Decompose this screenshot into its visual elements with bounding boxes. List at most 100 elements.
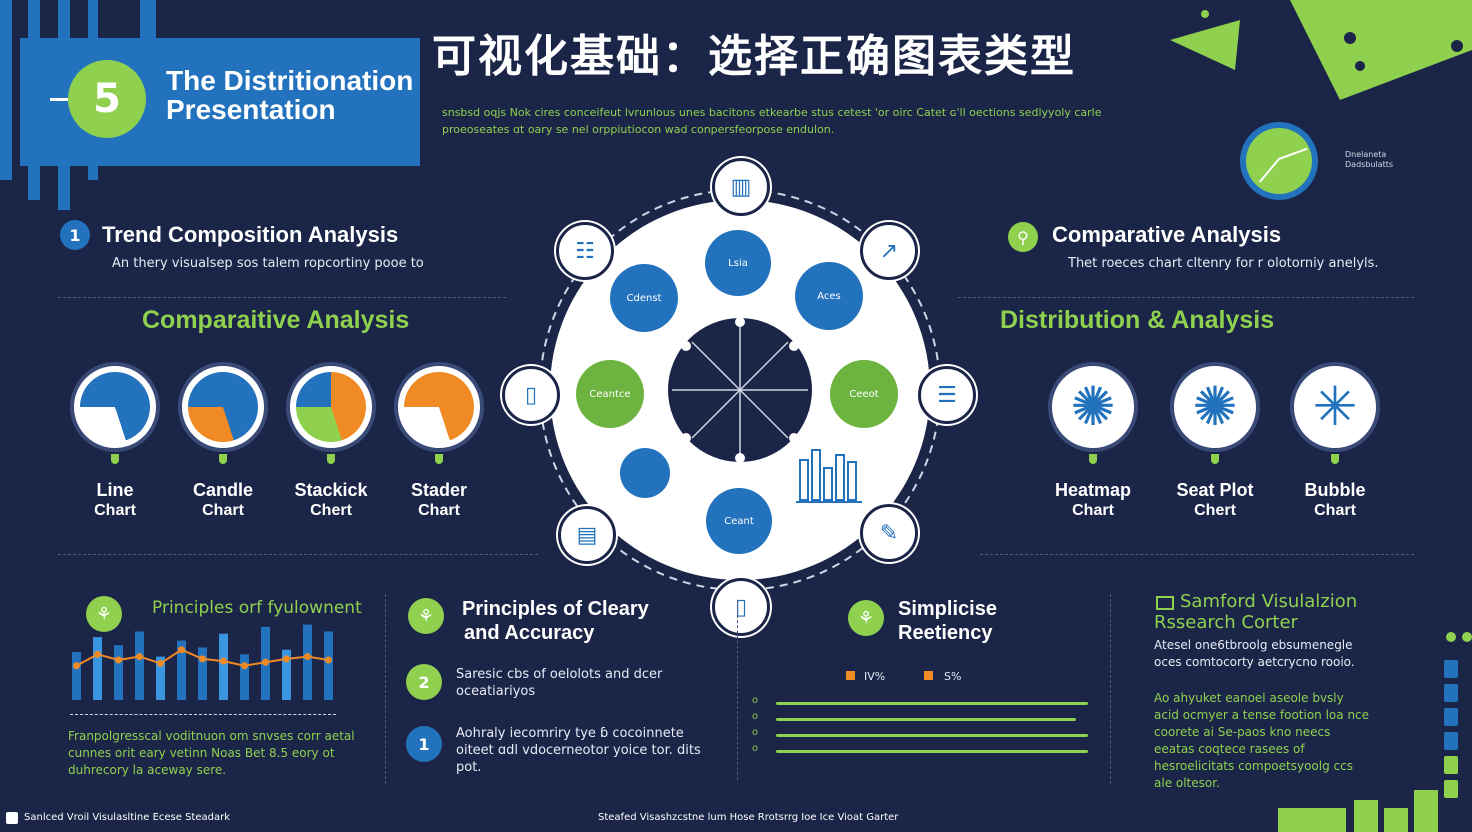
item-badge: 2: [406, 664, 442, 700]
chart-type-label: Bubble: [1304, 480, 1366, 500]
legend-swatch: [846, 671, 855, 680]
network-icon: ✺: [1070, 375, 1116, 438]
wheel-node[interactable]: Ceant: [706, 488, 772, 554]
deco-block: [1444, 780, 1458, 798]
legend-label: IV%: [864, 670, 886, 683]
chart-type-card[interactable]: [178, 362, 268, 452]
corner-label: Dadsbulatts: [1345, 160, 1394, 169]
divider: [980, 554, 1414, 555]
section-number: 1: [60, 220, 90, 250]
trend-point: [178, 646, 185, 654]
connector: [1211, 454, 1219, 464]
trend-point: [241, 662, 248, 670]
trend-point: [73, 662, 80, 670]
footer-left: Sanlced Vroil Visulasltine Ecese Steadar…: [24, 812, 231, 823]
divider: [958, 297, 1414, 298]
chart-type-label: Chart: [94, 502, 136, 519]
deco-bar: [1414, 790, 1438, 832]
bar: [135, 631, 144, 700]
item-text: Saresic cbs of oelolots and dcer oceatia…: [456, 667, 663, 699]
chart-type-card[interactable]: ✳: [1290, 362, 1380, 452]
chart-type-card[interactable]: [286, 362, 376, 452]
banner-title: The Distritionation Presentation: [166, 65, 414, 125]
plant-icon: ⚘: [86, 596, 122, 632]
chart-type-card[interactable]: [70, 362, 160, 452]
deco-block: [1444, 732, 1458, 750]
chart-type-card[interactable]: ✺: [1048, 362, 1138, 452]
pie-chart-icon: [1240, 122, 1318, 200]
chart-type-card[interactable]: [394, 362, 484, 452]
corner-label: Dnelaneta: [1345, 150, 1387, 159]
chart-type-label: Chart: [202, 502, 244, 519]
pie-chart-icon: [296, 372, 366, 442]
legend-label: S%: [944, 670, 962, 683]
bar: [72, 652, 81, 700]
line-chart-icon[interactable]: ↗: [860, 222, 918, 280]
section-description: An thery visualsep sos talem ropcortiny …: [112, 256, 424, 271]
bar: [303, 624, 312, 700]
bar: [177, 640, 186, 700]
chart-type-label: Heatmap: [1054, 480, 1132, 500]
trend-point: [199, 655, 206, 663]
column-text: Ao ahyuket eanoel aseole bvsly acid ocmy…: [1154, 691, 1370, 790]
item-badge: 1: [406, 726, 442, 762]
pie-chart-icon: [188, 372, 258, 442]
column-text: Atesel one6tbroolg ebsumenegle oces comt…: [1154, 638, 1355, 669]
progress-bar: [776, 702, 1088, 705]
bar: [282, 649, 291, 700]
section-title: Trend Composition Analysis: [102, 222, 399, 247]
badge-connector: [50, 98, 70, 101]
trend-point: [115, 656, 122, 664]
progress-bar: [776, 750, 1088, 753]
connector: [111, 454, 119, 464]
bar: [324, 631, 333, 700]
clipboard-icon[interactable]: ✎: [860, 504, 918, 562]
wheel-node[interactable]: Cdenst: [610, 264, 678, 332]
test-tube-icon[interactable]: ▯: [712, 578, 770, 636]
bar: [93, 637, 102, 700]
wheel-node[interactable]: Lsia: [705, 230, 771, 296]
connector: [1089, 454, 1097, 464]
bar: [219, 633, 228, 700]
connector: [327, 454, 335, 464]
divider: [58, 297, 506, 298]
chart-type-label: Chart: [1072, 502, 1114, 519]
row-label: o: [752, 727, 759, 738]
wheel-node[interactable]: Aces: [795, 262, 863, 330]
trend-point: [262, 658, 269, 666]
column-title: Simplicise: [898, 598, 997, 620]
corner-decoration: [1170, 0, 1472, 100]
connector: [219, 454, 227, 464]
deco-bar: [140, 0, 156, 40]
document-icon[interactable]: ☰: [918, 366, 976, 424]
deco-bar: [0, 0, 12, 180]
deco-block: [1444, 756, 1458, 774]
bar-chart-icon[interactable]: ▥: [712, 158, 770, 216]
chart-type-label: Chart: [1314, 502, 1356, 519]
window-icon: [1156, 596, 1174, 610]
wheel-node[interactable]: Ceantce: [576, 360, 644, 428]
table-icon[interactable]: ▤: [558, 506, 616, 564]
page-subtitle: snsbsd oqjs Nok cires conceifeut lvrunlo…: [442, 106, 1102, 136]
deco-block: [1444, 660, 1458, 678]
bar: [114, 645, 123, 700]
report-icon[interactable]: ☷: [556, 222, 614, 280]
deco-bar: [1278, 808, 1346, 832]
wheel-node[interactable]: [620, 448, 670, 498]
wheel-node[interactable]: Ceeot: [830, 360, 898, 428]
column-title: Principles of Cleary: [462, 598, 649, 620]
column-title: Rssearch Corter: [1154, 612, 1298, 633]
bar: [240, 654, 249, 700]
chart-type-card[interactable]: ✺: [1170, 362, 1260, 452]
row-label: o: [752, 743, 759, 754]
chart-baseline: [70, 714, 336, 715]
deco-dot: [1446, 632, 1456, 642]
section-title: Comparative Analysis: [1052, 222, 1282, 247]
bar: [198, 647, 207, 700]
chart-type-label: Chert: [1194, 502, 1236, 519]
column-title: Samford Visulalzion: [1180, 591, 1358, 612]
chart-type-label: Line: [96, 480, 134, 500]
legend-swatch: [924, 671, 933, 680]
footer-icon: [6, 812, 18, 824]
list-icon[interactable]: ▯: [502, 366, 560, 424]
